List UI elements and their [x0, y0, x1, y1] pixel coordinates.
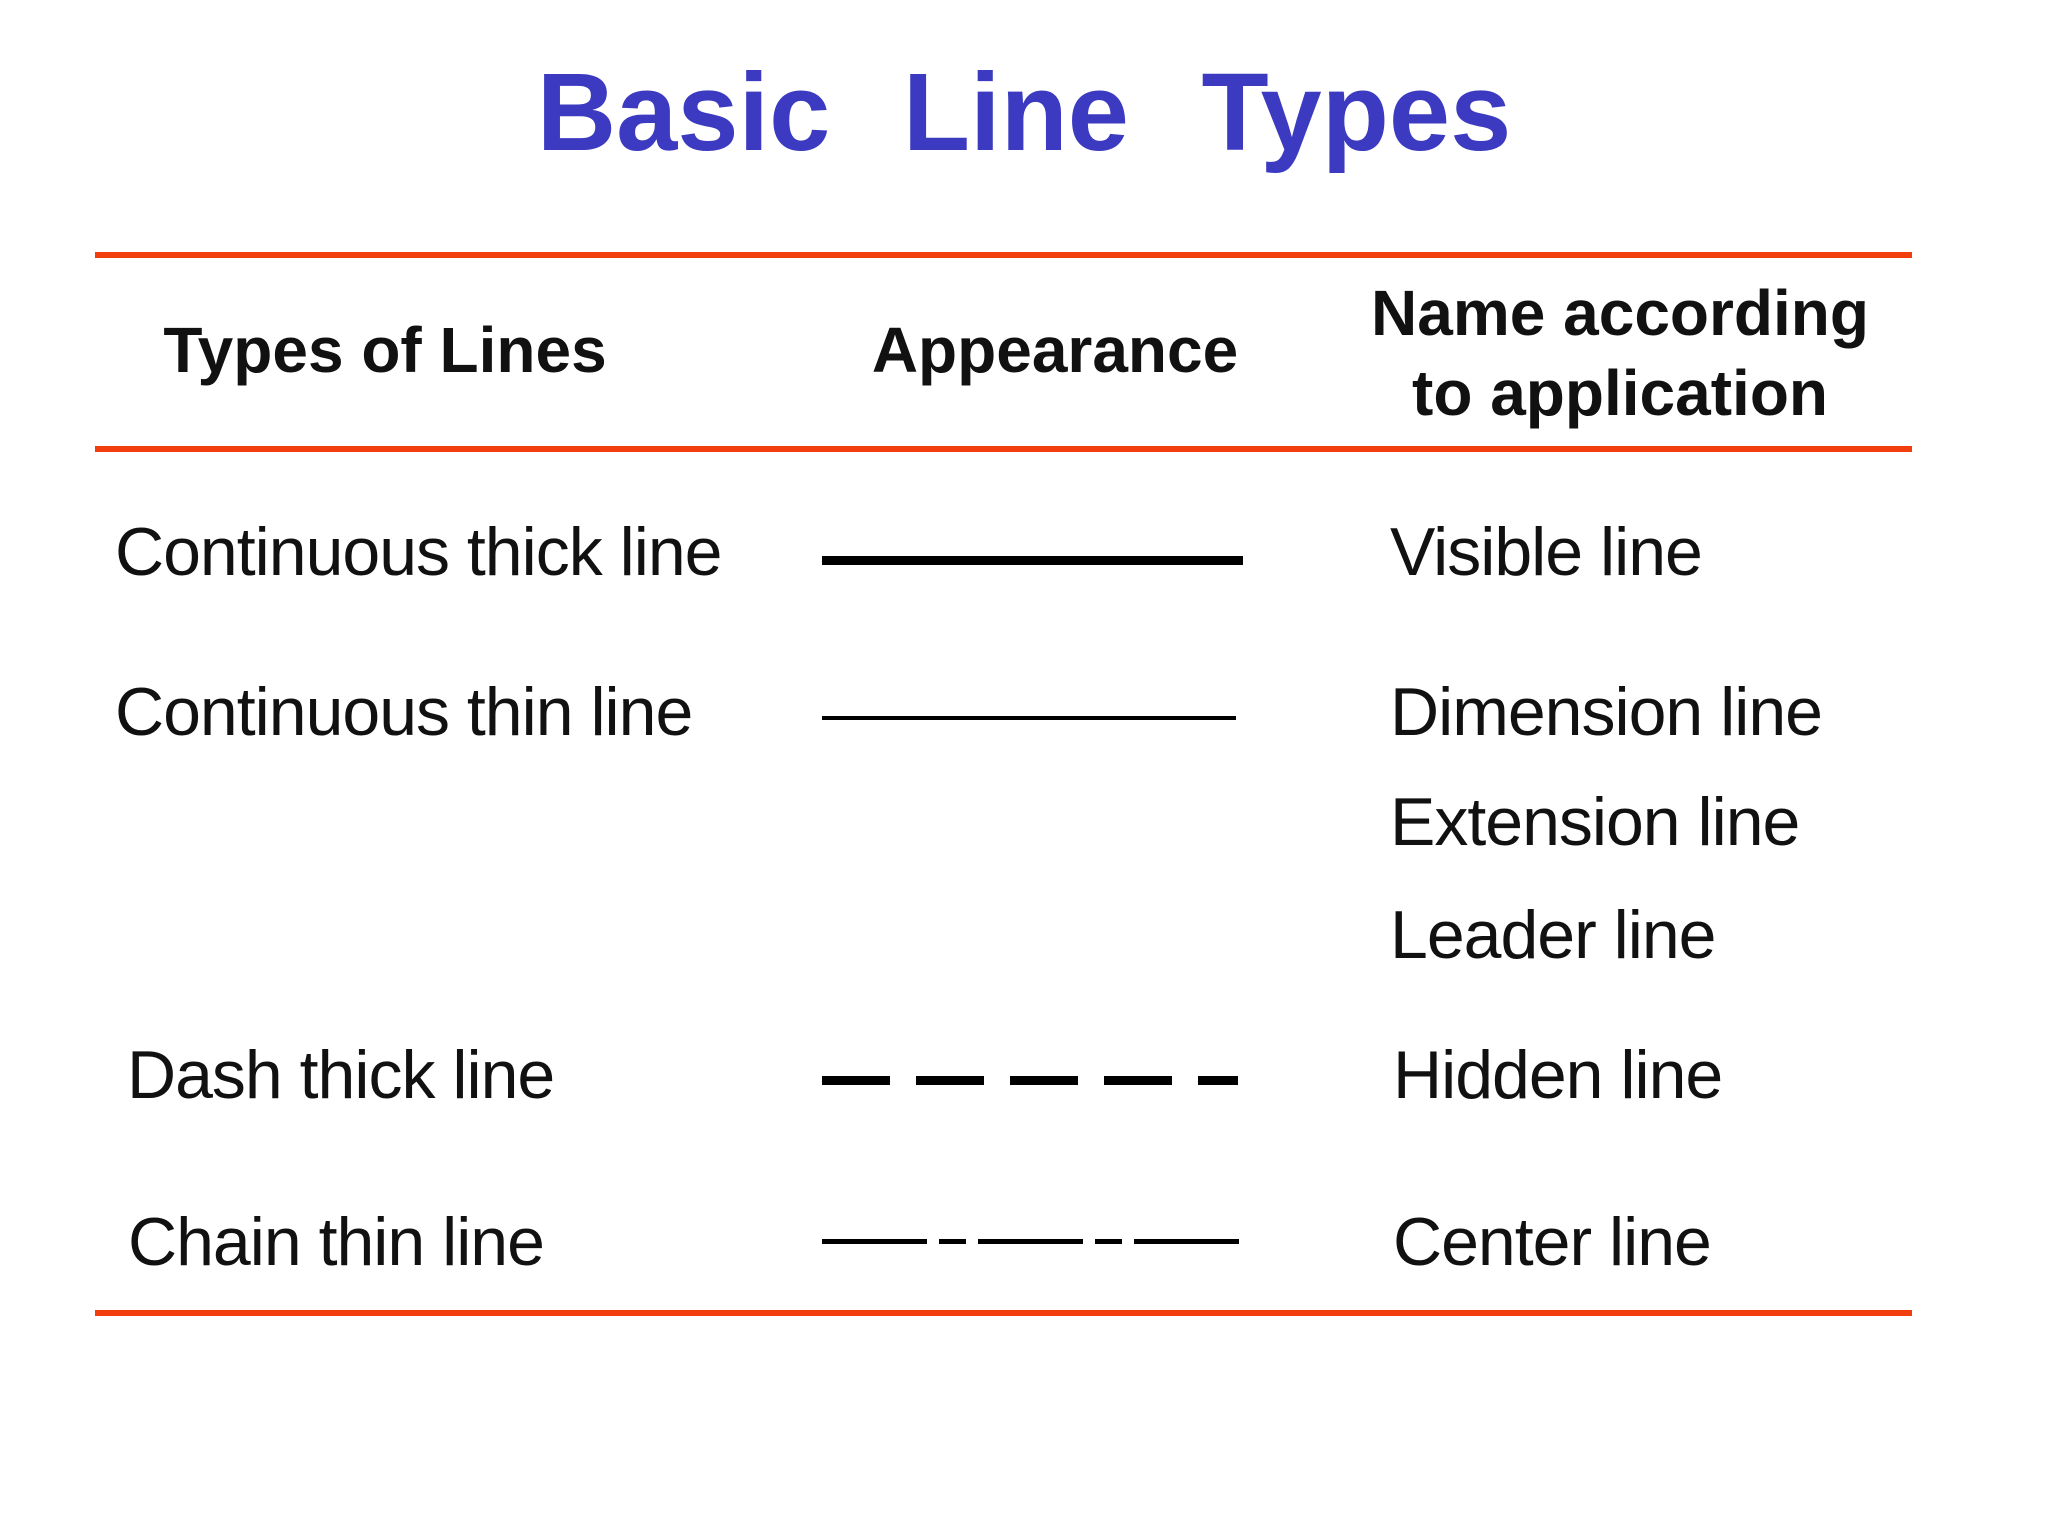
- continuous-thin-line-sample: [822, 716, 1236, 720]
- chain-short-segment: [1095, 1239, 1122, 1244]
- row4-type-label: Chain thin line: [128, 1204, 545, 1280]
- page-title: Basic Line Types: [536, 51, 1512, 174]
- dash-thick-line-sample: [822, 1076, 1238, 1085]
- row2-name-label-1: Dimension line: [1390, 674, 1823, 750]
- table-bottom-rule: [95, 1310, 1912, 1316]
- row1-name-label: Visible line: [1390, 514, 1703, 590]
- chain-long-segment: [978, 1239, 1083, 1244]
- header-name-according-to-application: Name according to application: [1310, 273, 1930, 433]
- chain-long-segment: [1134, 1239, 1239, 1244]
- header-appearance: Appearance: [871, 314, 1239, 386]
- row2-name-label-3: Leader line: [1390, 897, 1716, 973]
- dash-segment-short: [1198, 1076, 1238, 1085]
- table-top-rule: [95, 252, 1912, 258]
- header-col3-line2: to application: [1412, 357, 1828, 429]
- chain-short-segment: [939, 1239, 966, 1244]
- row1-type-label: Continuous thick line: [115, 514, 722, 590]
- row4-name-label: Center line: [1393, 1204, 1712, 1280]
- chain-long-segment: [822, 1239, 927, 1244]
- dash-segment: [916, 1076, 984, 1085]
- continuous-thick-line-sample: [822, 556, 1243, 565]
- row2-type-label: Continuous thin line: [115, 674, 693, 750]
- dash-segment: [822, 1076, 890, 1085]
- row3-name-label: Hidden line: [1393, 1037, 1723, 1113]
- row3-type-label: Dash thick line: [127, 1037, 555, 1113]
- header-col3-line1: Name according: [1371, 277, 1869, 349]
- chain-thin-line-sample: [822, 1239, 1239, 1244]
- header-types-of-lines: Types of Lines: [163, 314, 607, 386]
- thick-line-segment: [822, 556, 1243, 565]
- row2-name-label-2: Extension line: [1390, 784, 1800, 860]
- dash-segment: [1104, 1076, 1172, 1085]
- thin-line-segment: [822, 716, 1236, 720]
- table-header-rule: [95, 446, 1912, 452]
- dash-segment: [1010, 1076, 1078, 1085]
